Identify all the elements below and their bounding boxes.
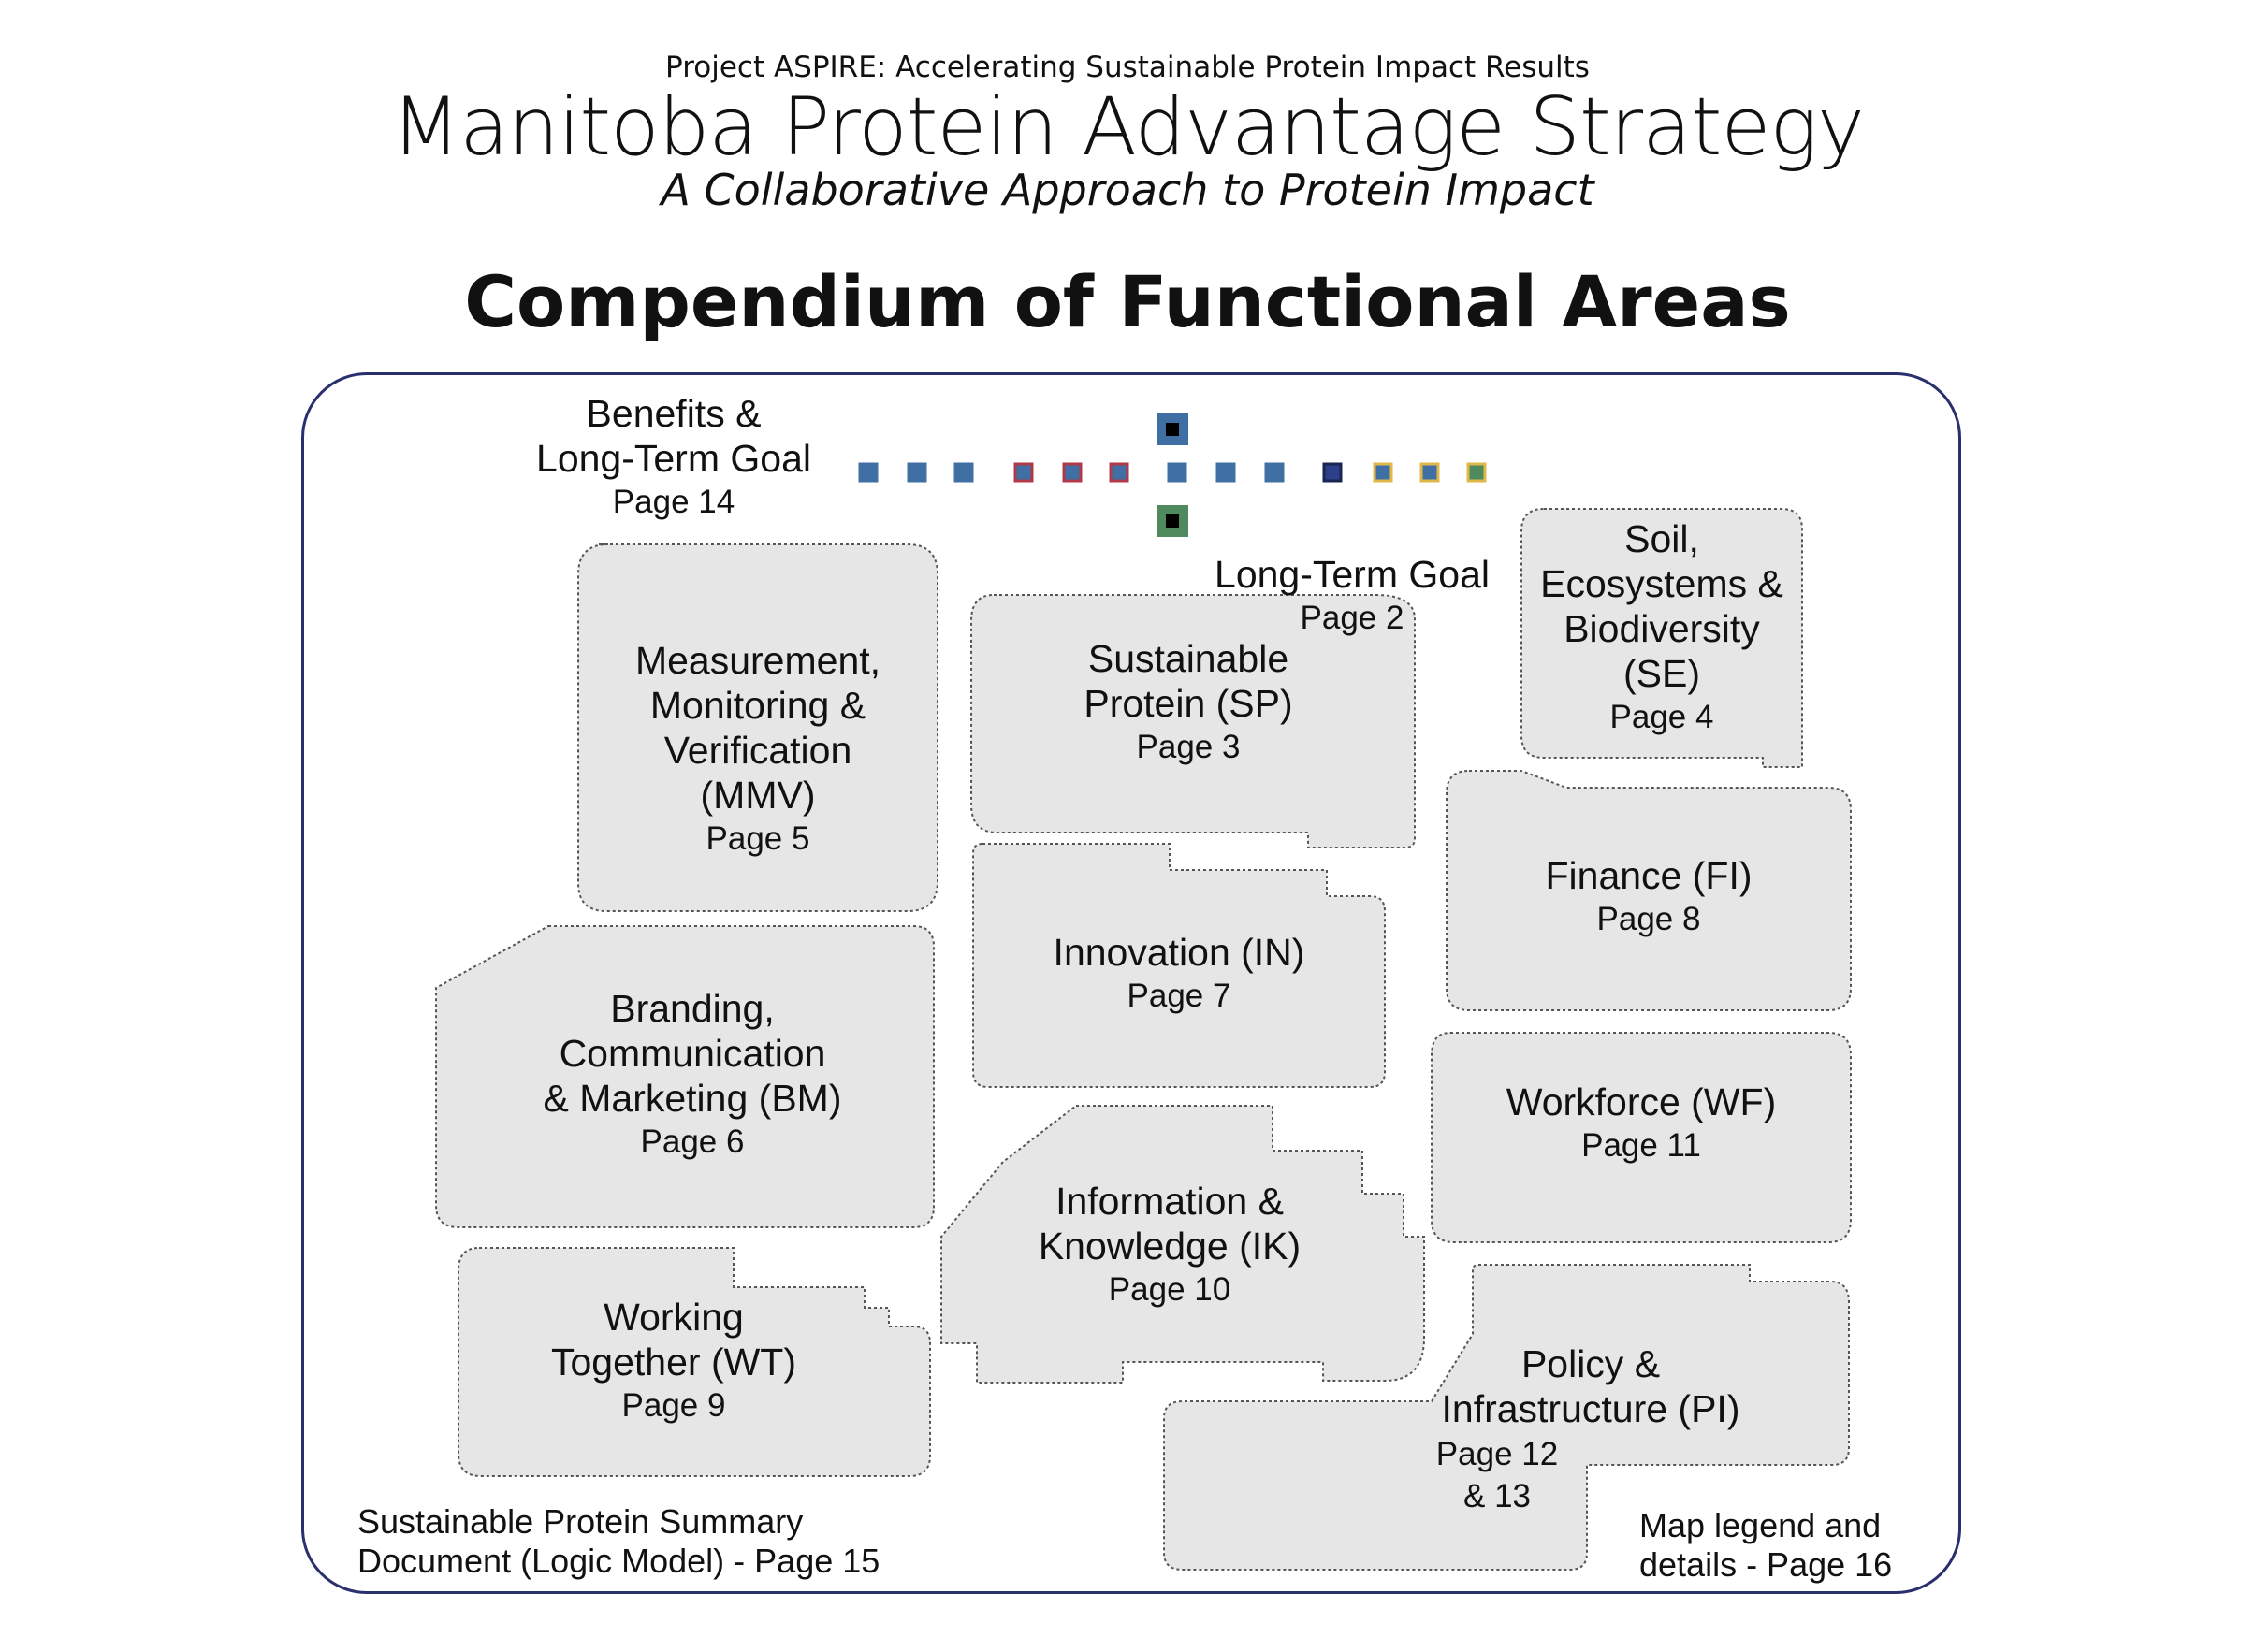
region-sp[interactable] <box>970 594 1416 848</box>
marker-large-green-core <box>1166 514 1179 528</box>
region-mmv[interactable] <box>577 543 938 912</box>
area-page-sp: Page 3 <box>1136 729 1241 765</box>
goal-label[interactable]: Long-Term Goal Page 2 <box>1188 552 1516 639</box>
marker-blue-6 <box>1264 462 1285 483</box>
area-label-mmv: Measurement, Monitoring & Verification (… <box>578 638 938 860</box>
legend-note[interactable]: Map legend and details - Page 16 <box>1639 1506 1893 1584</box>
supertitle: Project ASPIRE: Accelerating Sustainable… <box>665 51 1590 84</box>
marker-blue-1 <box>858 462 879 483</box>
region-pi[interactable] <box>1163 1264 1850 1571</box>
area-label-pi: Policy & Infrastructure (PI) <box>1404 1341 1778 1431</box>
area-label-bm: Branding, Communication & Marketing (BM)… <box>505 986 880 1163</box>
benefits-label[interactable]: Benefits & Long-Term Goal Page 14 <box>487 391 861 523</box>
area-title-ik: Information & Knowledge (IK) <box>1038 1180 1302 1268</box>
marker-red-3 <box>1109 462 1129 483</box>
goal-page: Page 2 <box>1300 600 1404 636</box>
area-page-wf: Page 11 <box>1581 1127 1701 1164</box>
marker-gold-1 <box>1373 462 1393 483</box>
marker-red-1 <box>1013 462 1034 483</box>
region-bm[interactable] <box>435 925 935 1228</box>
area-page-ik: Page 10 <box>1108 1271 1231 1308</box>
area-title-fi: Finance (FI) <box>1545 854 1753 897</box>
area-title-mmv: Measurement, Monitoring & Verification (… <box>634 639 881 817</box>
area-page-pi: Page 12 & 13 <box>1435 1436 1559 1514</box>
benefits-title: Benefits & Long-Term Goal <box>536 392 811 480</box>
marker-blue-4 <box>1167 462 1187 483</box>
marker-red-2 <box>1062 462 1083 483</box>
region-ik[interactable] <box>940 1105 1425 1384</box>
area-page-se: Page 4 <box>1609 699 1714 735</box>
map-frame <box>301 372 1961 1594</box>
area-page-pi-wrap: Page 12 & 13 <box>1404 1433 1591 1517</box>
region-in[interactable] <box>972 843 1386 1088</box>
area-title-wt: Working Together (WT) <box>551 1296 796 1384</box>
area-label-ik: Information & Knowledge (IK) Page 10 <box>982 1179 1357 1311</box>
area-label-wf: Workforce (WF) Page 11 <box>1432 1080 1851 1167</box>
region-se[interactable] <box>1520 508 1803 768</box>
area-title-in: Innovation (IN) <box>1053 931 1305 974</box>
goal-title: Long-Term Goal <box>1215 553 1490 596</box>
area-label-se: Soil, Ecosystems & Biodiversity (SE) Pag… <box>1521 516 1802 738</box>
marker-blue-5 <box>1215 462 1236 483</box>
area-title-se: Soil, Ecosystems & Biodiversity (SE) <box>1540 517 1783 695</box>
marker-dark-blue <box>1322 462 1343 483</box>
area-label-fi: Finance (FI) Page 8 <box>1447 853 1851 940</box>
marker-blue-3 <box>953 462 974 483</box>
page-title: Manitoba Protein Advantage Strategy <box>391 80 1865 174</box>
area-page-wt: Page 9 <box>621 1387 726 1424</box>
page-subtitle: A Collaborative Approach to Protein Impa… <box>661 165 1594 215</box>
area-title-sp: Sustainable Protein (SP) <box>1084 637 1293 725</box>
area-title-pi: Policy & Infrastructure (PI) <box>1441 1342 1740 1430</box>
marker-gold-2 <box>1419 462 1440 483</box>
area-page-in: Page 7 <box>1127 978 1231 1014</box>
area-label-sp: Sustainable Protein (SP) Page 3 <box>973 636 1404 768</box>
summary-note[interactable]: Sustainable Protein Summary Document (Lo… <box>357 1502 880 1580</box>
region-wt[interactable] <box>458 1247 931 1477</box>
area-page-fi: Page 8 <box>1596 901 1701 937</box>
area-label-wt: Working Together (WT) Page 9 <box>487 1295 861 1427</box>
area-label-in: Innovation (IN) Page 7 <box>973 930 1385 1017</box>
marker-large-blue-core <box>1166 423 1179 436</box>
area-title-bm: Branding, Communication & Marketing (BM) <box>543 987 842 1120</box>
area-title-wf: Workforce (WF) <box>1506 1080 1777 1123</box>
area-page-mmv: Page 5 <box>706 820 810 857</box>
region-fi[interactable] <box>1446 770 1852 1011</box>
compendium-heading: Compendium of Functional Areas <box>464 260 1791 343</box>
marker-green-small <box>1466 462 1487 483</box>
benefits-page: Page 14 <box>612 484 735 520</box>
area-page-bm: Page 6 <box>640 1123 745 1160</box>
region-wf[interactable] <box>1431 1032 1852 1243</box>
marker-blue-2 <box>907 462 927 483</box>
